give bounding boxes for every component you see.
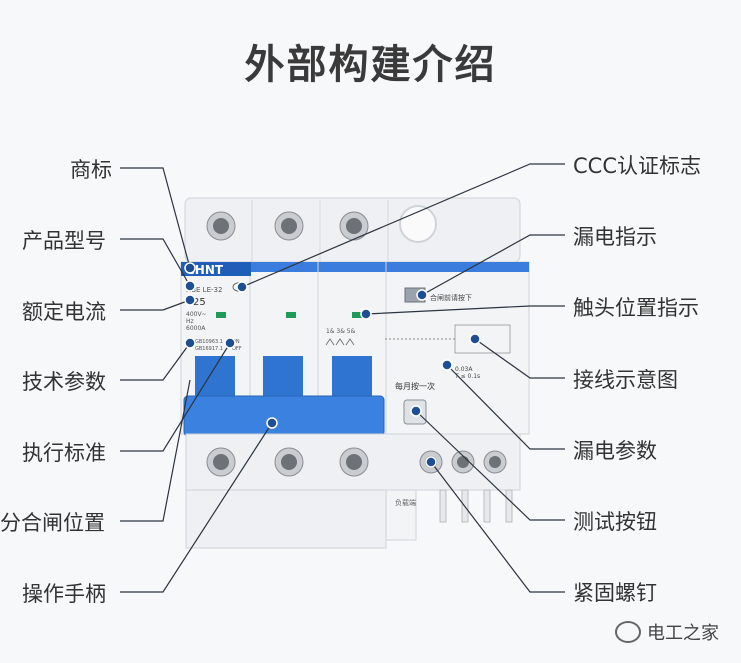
watermark-text: 电工之家	[647, 623, 719, 644]
svg-text:GB10963.1: GB10963.1	[195, 339, 223, 345]
label-wiring-diagram: 接线示意图	[573, 368, 678, 392]
label-handle: 操作手柄	[22, 582, 106, 606]
svg-text:C25: C25	[186, 297, 206, 308]
label-rated-current: 额定电流	[22, 300, 106, 324]
top-screw-1	[206, 211, 236, 241]
svg-text:1& 3& 5&: 1& 3& 5&	[326, 328, 356, 335]
svg-text:400V~: 400V~	[186, 311, 207, 318]
contact-indicator-3	[352, 312, 362, 318]
svg-text:GB16917.1: GB16917.1	[195, 346, 223, 352]
svg-text:合闸前请按下: 合闸前请按下	[430, 293, 472, 302]
svg-text:ON: ON	[232, 339, 240, 345]
label-test-button: 测试按钮	[573, 510, 657, 534]
page-title: 外部构建介绍	[244, 42, 497, 88]
svg-text:Hz: Hz	[186, 318, 194, 325]
label-leak-params: 漏电参数	[573, 439, 657, 463]
svg-text:6000A: 6000A	[186, 325, 206, 332]
svg-text:每月按一次: 每月按一次	[395, 381, 435, 391]
operating-handle	[183, 395, 385, 437]
wechat-icon	[615, 621, 641, 643]
contact-indicator-1	[216, 312, 226, 318]
label-contact-position: 触头位置指示	[573, 296, 699, 320]
svg-text:OFF: OFF	[232, 346, 242, 352]
label-ccc-mark: CCC认证标志	[573, 154, 701, 178]
label-trademark: 商标	[70, 158, 112, 182]
watermark: 电工之家	[615, 619, 719, 645]
label-fastening-screw: 紧固螺钉	[573, 581, 657, 605]
svg-text:负载端: 负载端	[395, 498, 416, 507]
label-tech-params: 技术参数	[22, 370, 106, 394]
label-leak-indicator: 漏电指示	[573, 225, 657, 249]
svg-text:T ≤ 0.1s: T ≤ 0.1s	[454, 373, 480, 380]
svg-text:0.03A: 0.03A	[455, 366, 473, 373]
label-product-model: 产品型号	[22, 229, 106, 253]
label-on-off-position: 分合闸位置	[0, 511, 105, 535]
label-standard: 执行标准	[22, 441, 106, 465]
svg-text:NBE LE-32: NBE LE-32	[186, 286, 222, 294]
